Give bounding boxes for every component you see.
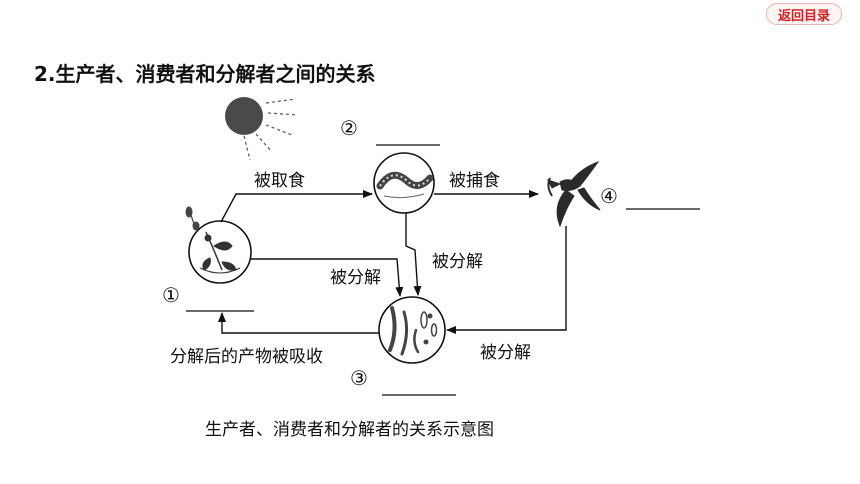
plant-icon [199, 231, 241, 274]
label-caterpillar-to-bird: 被捕食 [449, 171, 500, 191]
diagram-caption: 生产者、消费者和分解者的关系示意图 [205, 420, 494, 440]
decomposer-node [378, 296, 446, 364]
label-plant-to-caterpillar: 被取食 [254, 171, 305, 191]
microbe-icon [388, 306, 438, 356]
caterpillar-icon [376, 171, 434, 199]
arrow-caterpillar-to-decomposer [405, 213, 422, 296]
label-decomposer-to-plant: 分解后的产物被吸收 [170, 347, 323, 367]
marker-decomposer: ③ [350, 366, 368, 390]
marker-consumer-primary: ② [340, 116, 358, 140]
sprout-icon [185, 206, 200, 231]
arrow-plant-to-caterpillar [220, 190, 373, 223]
arrow-decomposer-to-plant [218, 312, 379, 334]
section-title: 2.生产者、消费者和分解者之间的关系 [34, 62, 376, 86]
plant-producer-node [188, 220, 252, 284]
return-to-contents-button[interactable]: 返回目录 [766, 3, 842, 25]
marker-consumer-secondary: ④ [600, 184, 618, 208]
label-bird-to-decomposer: 被分解 [480, 343, 531, 363]
arrow-bird-to-decomposer [446, 226, 567, 334]
swallow-bird-icon [547, 160, 601, 228]
marker-producer: ① [162, 283, 180, 307]
sun-icon [225, 97, 299, 161]
label-plant-to-decomposer: 被分解 [330, 268, 381, 288]
arrow-plant-to-decomposer [251, 258, 404, 297]
label-caterpillar-to-decomposer: 被分解 [432, 252, 483, 272]
caterpillar-consumer-node [373, 152, 435, 214]
